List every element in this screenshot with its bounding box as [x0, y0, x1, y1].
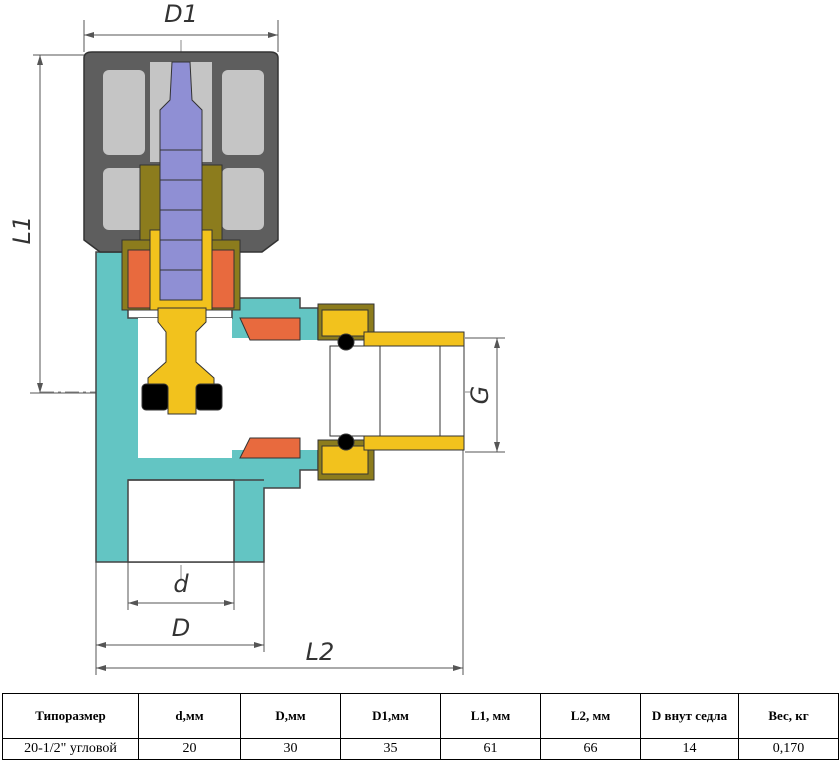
header-cell: Типоразмер: [2, 693, 139, 739]
table-row: 20-1/2" угловой 20 30 35 61 66 14 0,170: [2, 738, 839, 760]
header-cell: d,мм: [138, 693, 241, 739]
header-cell: D,мм: [240, 693, 341, 739]
table-cell: 20: [138, 738, 241, 760]
side-connection: [239, 303, 465, 481]
dim-d-small-label: d: [173, 570, 189, 598]
valve-stem: [159, 61, 203, 301]
spec-table-header-row: Типоразмер d,мм D,мм D1,мм L1, мм L2, мм…: [2, 693, 839, 739]
header-cell: Вес, кг: [738, 693, 839, 739]
table-cell: 35: [340, 738, 441, 760]
table-cell: 66: [540, 738, 641, 760]
seal-left: [141, 383, 169, 411]
o-ring-top: [337, 333, 355, 351]
table-cell: 20-1/2" угловой: [2, 738, 139, 760]
brass-spindle: [141, 307, 223, 415]
dim-d-big-label: D: [172, 614, 190, 642]
header-cell: D1,мм: [340, 693, 441, 739]
header-cell: L2, мм: [540, 693, 641, 739]
table-cell: 0,170: [738, 738, 839, 760]
o-ring-bottom: [337, 433, 355, 451]
dimension-arrows: [37, 32, 500, 671]
header-cell: L1, мм: [440, 693, 541, 739]
header-cell: D внут седла: [640, 693, 739, 739]
dim-d1-label: D1: [164, 0, 198, 28]
seal-right: [195, 383, 223, 411]
spec-table: Типоразмер d,мм D,мм D1,мм L1, мм L2, мм…: [2, 693, 839, 760]
table-cell: 30: [240, 738, 341, 760]
table-cell: 61: [440, 738, 541, 760]
dim-l1-label: L1: [8, 216, 36, 245]
table-cell: 14: [640, 738, 739, 760]
dim-g-label: G: [466, 386, 494, 405]
dim-l2-label: L2: [306, 638, 335, 666]
valve-technical-drawing: D1 L1 G d D L2: [8, 0, 505, 675]
